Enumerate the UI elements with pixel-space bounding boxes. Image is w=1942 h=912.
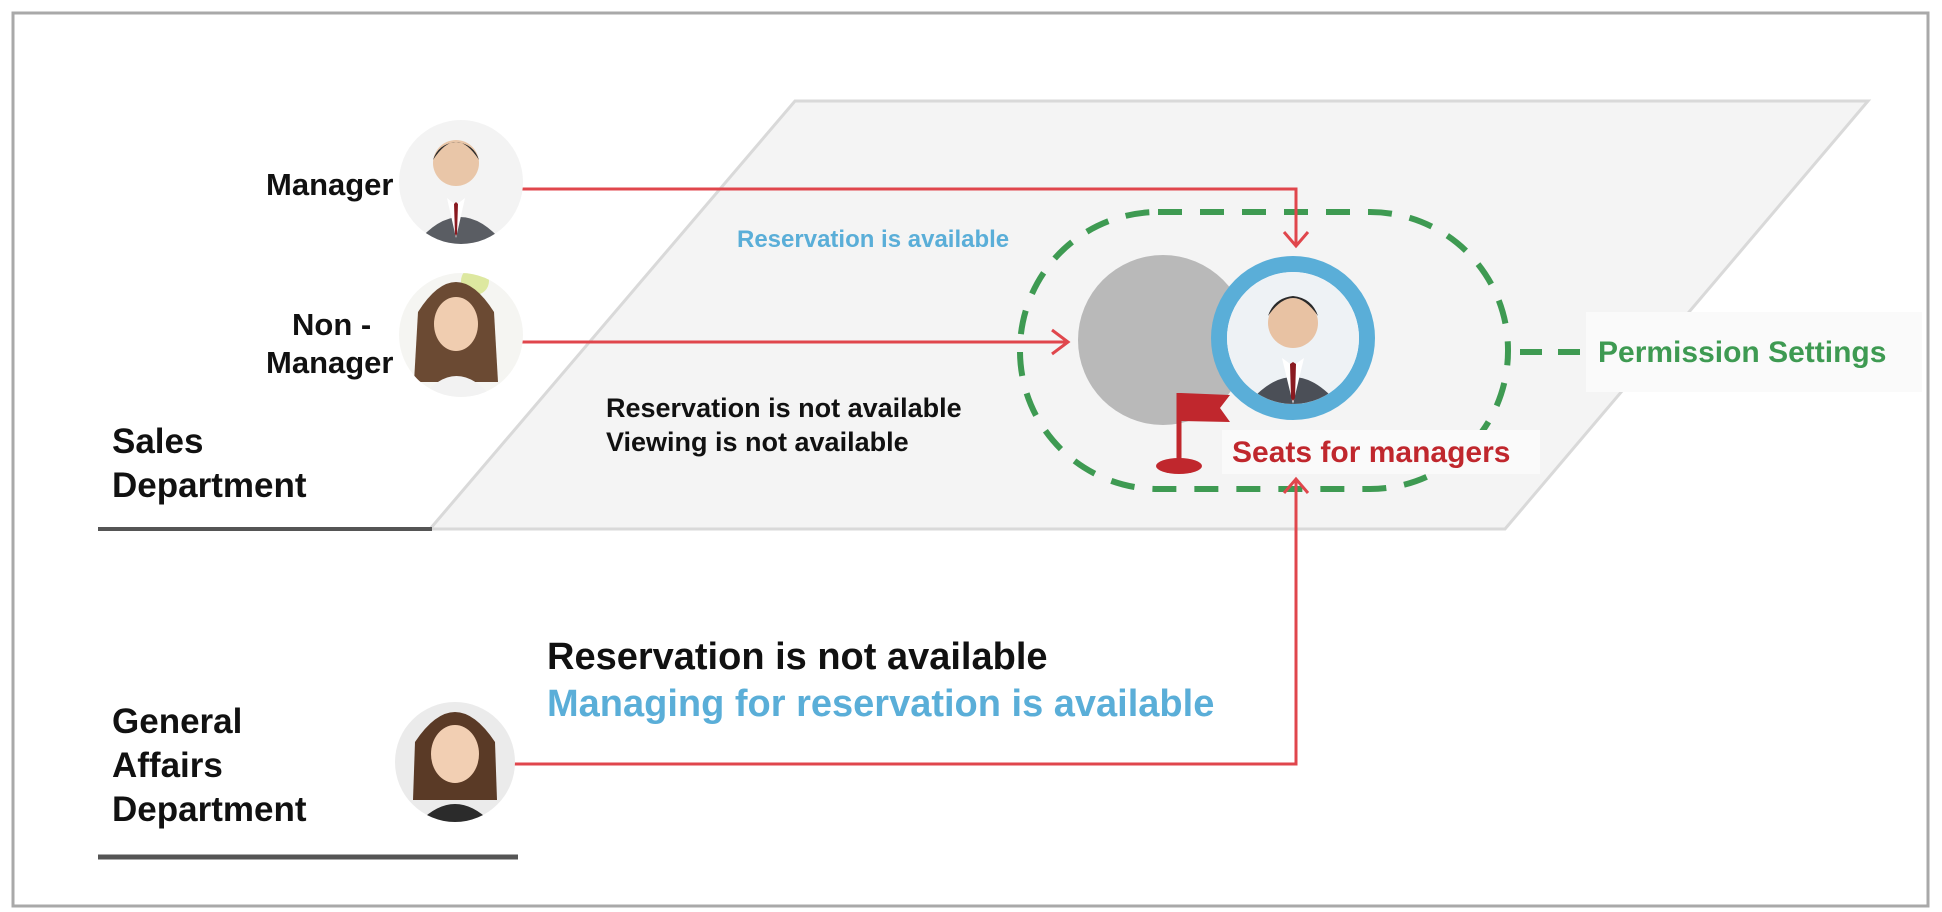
non-manager-access-arrow xyxy=(512,328,1071,356)
manager-avatar xyxy=(399,120,523,244)
general-affairs-access-arrow xyxy=(512,476,1310,766)
seat-label-background xyxy=(1222,430,1540,474)
seat-gray-icon xyxy=(1078,255,1248,425)
general-affairs-note-line1: Reservation is not available xyxy=(547,636,1048,678)
general-affairs-label-line2: Affairs xyxy=(112,746,223,785)
permission-settings-label: Permission Settings xyxy=(1598,336,1887,369)
general-affairs-label-line1: General xyxy=(112,702,243,741)
general-affairs-note-line2: Managing for reservation is available xyxy=(547,683,1215,725)
sales-department-label-line1: Sales xyxy=(112,422,204,461)
sales-department-label-line2: Department xyxy=(112,466,307,505)
manager-seat-avatar xyxy=(1227,272,1359,404)
manager-label: Manager xyxy=(266,167,394,202)
manager-access-arrow xyxy=(512,187,1310,249)
general-affairs-avatar xyxy=(395,702,515,822)
non-manager-access-note-line1: Reservation is not available xyxy=(606,393,962,423)
flag-icon xyxy=(1156,393,1230,474)
non-manager-avatar xyxy=(399,273,523,397)
general-affairs-label-line3: Department xyxy=(112,790,307,829)
seat-label: Seats for managers xyxy=(1232,436,1511,469)
non-manager-label-line1: Non - xyxy=(292,307,372,342)
permission-label-background xyxy=(1586,312,1922,392)
permission-zone-dashed xyxy=(1017,209,1511,492)
non-manager-label-line2: Manager xyxy=(266,345,394,380)
non-manager-access-note-line2: Viewing is not available xyxy=(606,427,909,457)
manager-access-note: Reservation is available xyxy=(737,226,1010,253)
outer-frame xyxy=(11,11,1930,908)
